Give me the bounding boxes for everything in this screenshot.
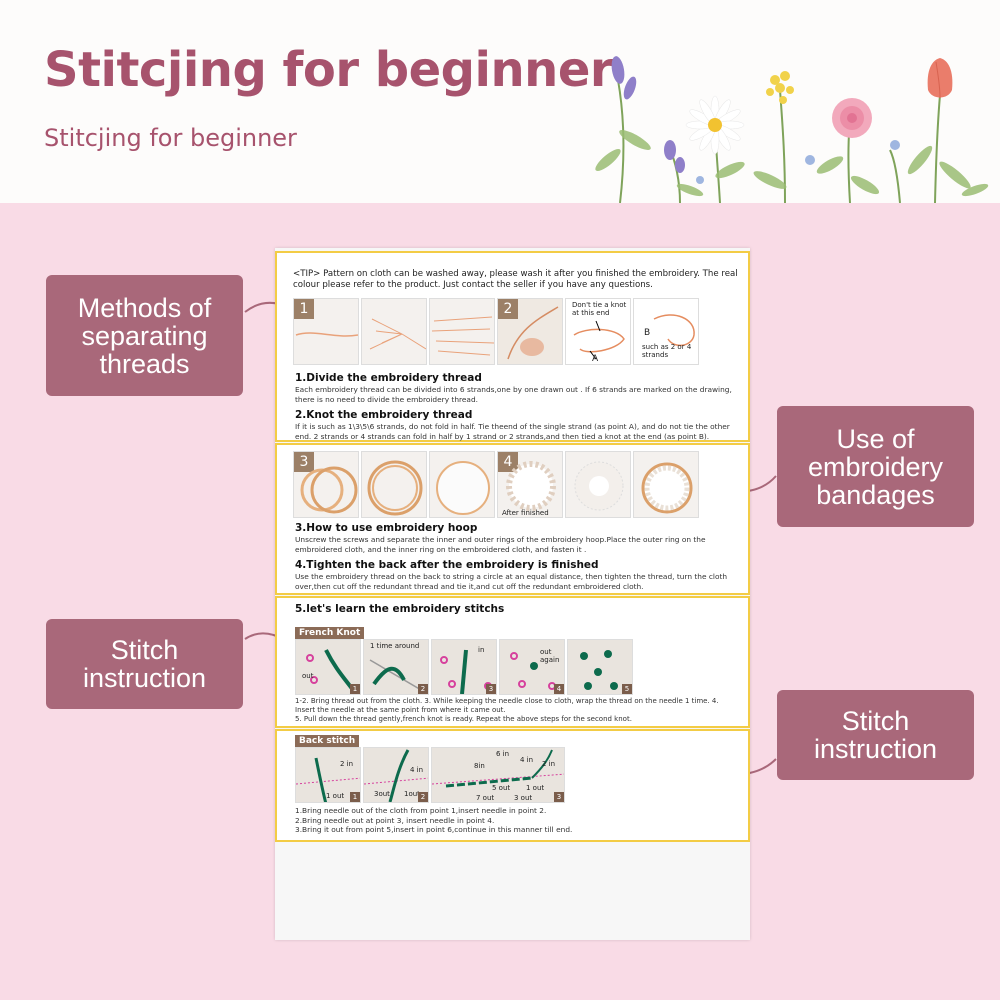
point-label: 4 in	[410, 766, 424, 774]
hoop-photo: 3	[293, 451, 359, 518]
step-title: 1.Divide the embroidery thread	[295, 372, 482, 384]
step-number-badge: 2	[498, 299, 518, 319]
hoop-photo	[565, 451, 631, 518]
stitch-photo: out 1	[295, 639, 361, 695]
step-body: If it is such as 1\3\5\6 strands, do not…	[295, 422, 730, 441]
thread-photo	[429, 298, 495, 365]
stitch-step-number: 3	[486, 684, 496, 694]
stitch-step-number: 5	[622, 684, 632, 694]
after-finished-label: After finished	[502, 509, 549, 517]
french-knot-tag: French Knot	[295, 627, 365, 639]
stitch-step-number: 4	[554, 684, 564, 694]
back-stitch-body: 1.Bring needle out of the cloth from poi…	[295, 806, 573, 834]
point-label: 3 out	[514, 794, 533, 802]
in-label: in	[478, 646, 485, 654]
point-label: 1out	[404, 790, 420, 798]
step-body: Use the embroidery thread on the back to…	[295, 572, 728, 591]
point-label: 4 in	[520, 756, 534, 764]
point-label: 7 out	[476, 794, 495, 802]
hoop-photo	[429, 451, 495, 518]
callout-line: threads	[99, 348, 190, 379]
back-stitch-tag: Back stitch	[295, 735, 360, 747]
callout-line: Methods of	[77, 292, 212, 323]
callout-line: Stitch	[841, 706, 910, 736]
step-title: 2.Knot the embroidery thread	[295, 409, 473, 421]
knot-diagram-a: Don't tie a knot at this end A	[565, 298, 631, 365]
callout-stitch-instruction-left: Stitch instruction	[46, 619, 243, 709]
step-title: 5.let's learn the embroidery stitchs	[295, 603, 505, 615]
callout-separating-threads: Methods of separating threads	[46, 275, 243, 396]
stitch-step-number: 2	[418, 684, 428, 694]
page-subtitle: Stitcjing for beginner	[44, 124, 297, 152]
page-title: Stitcjing for beginner	[44, 42, 614, 98]
flowers-illustration	[595, 56, 989, 203]
back-stitch-photo: 4 in 3out 1out 2	[363, 747, 429, 803]
back-stitch-photo: 6 in 8in 4 in 2 in 5 out 1 out 7 out 3 o…	[431, 747, 565, 803]
thread-photo: 1	[293, 298, 359, 365]
out-again-label: out again	[540, 648, 560, 664]
thread-photo	[361, 298, 427, 365]
step-title: 4.Tighten the back after the embroidery …	[295, 559, 599, 571]
stitch-step-number: 2	[418, 792, 428, 802]
point-label: 6 in	[496, 750, 510, 758]
stitch-step-number: 1	[350, 684, 360, 694]
dont-tie-label: Don't tie a knot at this end	[572, 301, 627, 317]
such-as-label: such as 2 or 4 strands	[642, 343, 692, 359]
section-french-knot: 5.let's learn the embroidery stitchs Fre…	[275, 596, 750, 728]
point-label: 2 in	[542, 760, 556, 768]
step-number-badge: 1	[294, 299, 314, 319]
callout-line: separating	[81, 320, 208, 351]
stitch-photo: 1 time around 2	[363, 639, 429, 695]
point-label: 1 out	[526, 784, 545, 792]
stitch-photo: out again 4	[499, 639, 565, 695]
step-number-badge: 4	[498, 452, 518, 472]
callout-line: Stitch	[110, 635, 179, 665]
point-label: 2 in	[340, 760, 354, 768]
instruction-sheet: <TIP> Pattern on cloth can be washed awa…	[275, 248, 750, 940]
header-banner: Stitcjing for beginner Stitcjing for beg…	[0, 0, 1000, 203]
point-label: 8in	[474, 762, 485, 770]
callout-line: embroidery	[807, 451, 944, 482]
stitch-photo: in 3	[431, 639, 497, 695]
knot-diagram-b: B such as 2 or 4 strands	[633, 298, 699, 365]
point-label: 1 out	[326, 792, 345, 800]
stitch-step-number: 1	[350, 792, 360, 802]
stitch-step-number: 3	[554, 792, 564, 802]
callout-line: Use of	[836, 423, 915, 454]
section-hoop: 3 4 After finished 3.How to use embroide…	[275, 443, 750, 595]
hoop-photo: 4 After finished	[497, 451, 563, 518]
callout-stitch-instruction-right: Stitch instruction	[777, 690, 974, 780]
step-body: Unscrew the screws and separate the inne…	[295, 535, 706, 554]
out-label: out	[302, 672, 314, 680]
section-back-stitch: Back stitch 2 in 1 out 1 4 in 3out 1out …	[275, 729, 750, 842]
hoop-photo	[361, 451, 427, 518]
point-label: 5 out	[492, 784, 511, 792]
point-b-label: B	[644, 328, 651, 338]
french-knot-body: 1-2. Bring thread out from the cloth. 3.…	[295, 697, 719, 723]
section-threads: <TIP> Pattern on cloth can be washed awa…	[275, 251, 750, 442]
tip-text: <TIP> Pattern on cloth can be washed awa…	[293, 269, 738, 290]
hoop-photo	[633, 451, 699, 518]
callout-line: instruction	[813, 734, 938, 764]
step-number-badge: 3	[294, 452, 314, 472]
one-time-around-label: 1 time around	[370, 642, 420, 650]
callout-line: bandages	[816, 479, 935, 510]
callout-line: instruction	[82, 663, 207, 693]
point-label: 3out	[374, 790, 390, 798]
knot-photo: 2	[497, 298, 563, 365]
point-a-label: A	[592, 354, 599, 364]
step-body: Each embroidery thread can be divided in…	[295, 385, 732, 404]
callout-embroidery-bandages: Use of embroidery bandages	[777, 406, 974, 527]
step-title: 3.How to use embroidery hoop	[295, 522, 478, 534]
back-stitch-photo: 2 in 1 out 1	[295, 747, 361, 803]
stitch-photo: 5	[567, 639, 633, 695]
